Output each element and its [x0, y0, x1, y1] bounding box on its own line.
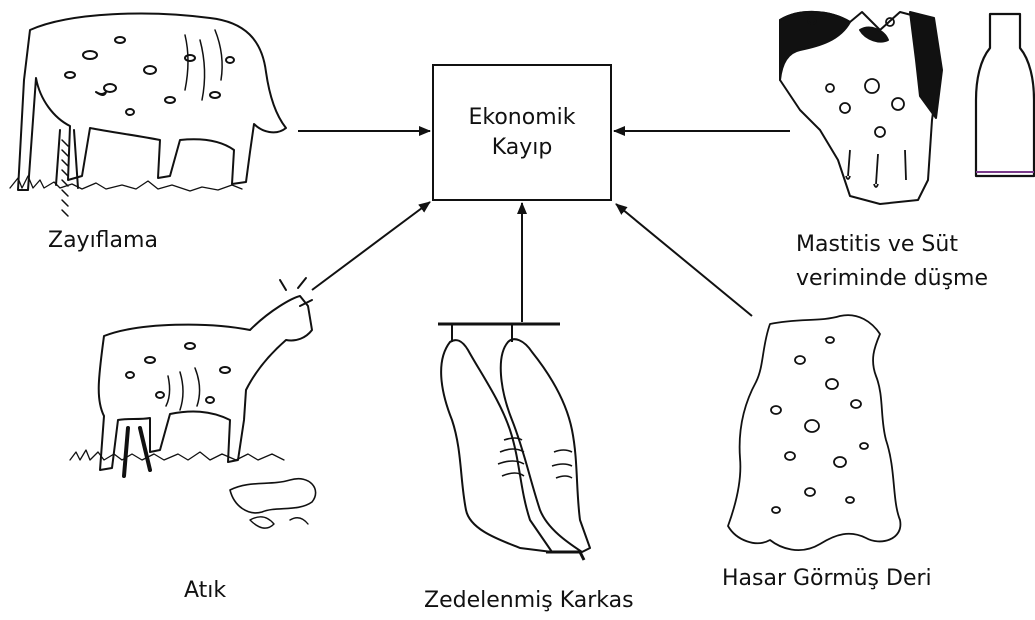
label-hide: Hasar Görmüş Deri: [722, 566, 932, 591]
label-carcass: Zedelenmiş Karkas: [424, 588, 634, 613]
label-weight-loss: Zayıflama: [48, 228, 158, 253]
hanging-carcass-icon: [438, 322, 591, 561]
thin-cow-icon: [9, 12, 287, 217]
label-mastitis-line-1: Mastitis ve Süt: [796, 232, 958, 257]
label-mastitis-line-2: veriminde düşme: [796, 266, 989, 291]
aborting-cow-icon: [69, 277, 317, 529]
arrow-abortion: [311, 201, 431, 291]
center-line-2: Kayıp: [491, 134, 553, 160]
damaged-hide-icon: [727, 314, 902, 552]
label-abortion: Atık: [184, 578, 227, 603]
center-line-1: Ekonomik: [468, 104, 576, 130]
economic-loss-box: Ekonomik Kayıp: [432, 64, 612, 201]
arrow-hide: [615, 203, 753, 317]
udder-and-milk-bottle-icon: [779, 10, 1035, 205]
